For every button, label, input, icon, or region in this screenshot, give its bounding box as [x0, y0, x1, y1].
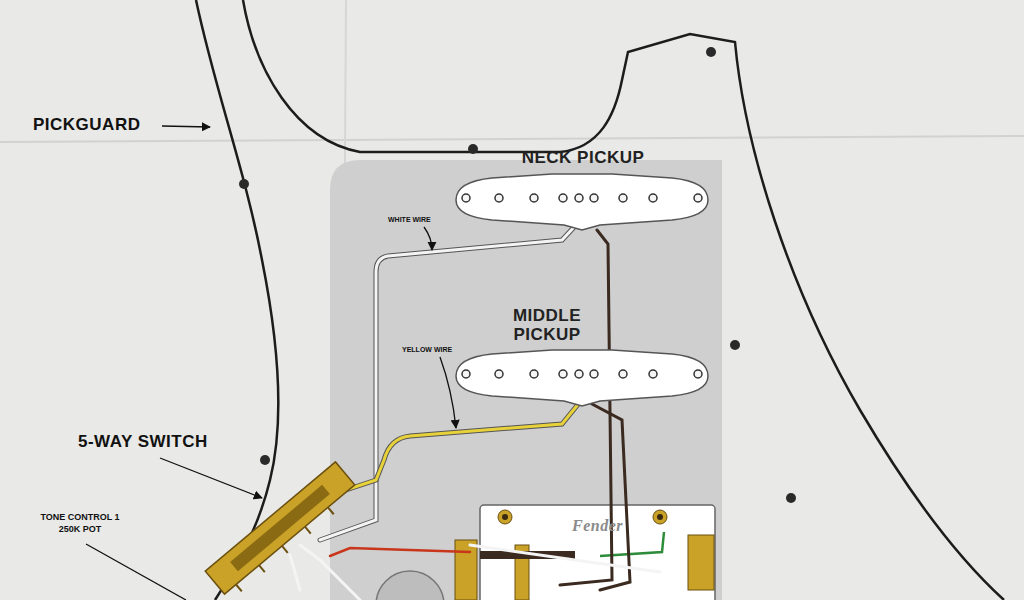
- label-anchor: YELLOW WIRE: [402, 345, 472, 355]
- pickup-label: NECK PICKUP: [452, 148, 714, 167]
- pole-piece: [575, 370, 583, 378]
- pole-piece: [495, 370, 503, 378]
- label-anchor: TONE CONTROL 1 250K POT: [30, 511, 130, 535]
- pole-piece: [619, 194, 627, 202]
- leader-lines: [86, 126, 456, 600]
- pot: [376, 571, 444, 600]
- five-way-switch: [205, 462, 360, 600]
- pickup-cover: [456, 350, 708, 406]
- label-anchor: PICKGUARD: [33, 115, 163, 135]
- pickup-node: NECK PICKUP: [452, 148, 714, 238]
- wire-label: YELLOW WIRE: [402, 345, 472, 355]
- part-label: 5-WAY SWITCH: [78, 432, 248, 452]
- pole-piece: [590, 194, 598, 202]
- pole-piece: [649, 194, 657, 202]
- pickup-label: MIDDLE PICKUP: [487, 306, 607, 344]
- pole-piece: [495, 194, 503, 202]
- bridge-pickup-node: Fender: [480, 505, 715, 598]
- pole-piece: [530, 194, 538, 202]
- pole-piece: [694, 194, 702, 202]
- pole-piece: [462, 370, 470, 378]
- pole-piece: [559, 194, 567, 202]
- part-label: PICKGUARD: [33, 115, 163, 135]
- wire-label: WHITE WIRE: [388, 215, 448, 225]
- paper-crease: [0, 136, 1024, 142]
- wires: [290, 224, 660, 600]
- part-label: TONE CONTROL 1 250K POT: [30, 511, 130, 535]
- pole-piece: [619, 370, 627, 378]
- pole-piece: [649, 370, 657, 378]
- pole-piece: [530, 370, 538, 378]
- bridge-hardware: [455, 510, 714, 600]
- pole-piece: [462, 194, 470, 202]
- pole-piece: [590, 370, 598, 378]
- label-anchor: WHITE WIRE: [388, 215, 448, 225]
- pickup-outline: [452, 170, 714, 234]
- pole-piece: [575, 194, 583, 202]
- screw-holes: [239, 47, 796, 503]
- brand-logo: Fender: [535, 517, 660, 535]
- pickguard-outline: [196, 0, 278, 600]
- pole-piece: [559, 370, 567, 378]
- pole-piece: [694, 370, 702, 378]
- pickup-outline: [452, 346, 714, 410]
- pickup-cover: [456, 174, 708, 230]
- pickup-node: MIDDLE PICKUP: [452, 306, 714, 416]
- label-anchor: 5-WAY SWITCH: [78, 432, 248, 452]
